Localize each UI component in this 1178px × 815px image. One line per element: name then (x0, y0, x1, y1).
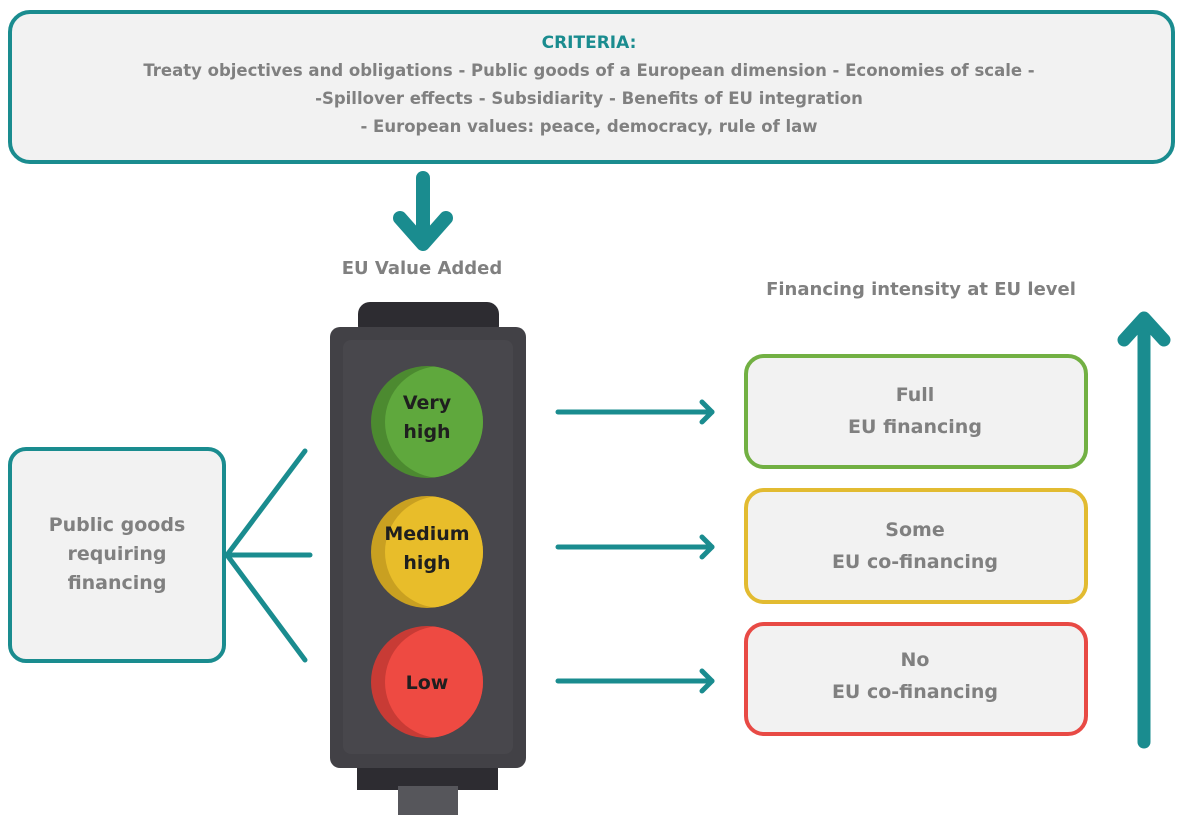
criteria-line-1: Treaty objectives and obligations - Publ… (143, 61, 1035, 80)
arrow-to-full (555, 399, 715, 425)
up-arrow-icon (1117, 311, 1171, 749)
some-cofinancing-box (744, 488, 1088, 604)
outcome-line-2: EU co-financing (831, 551, 999, 573)
full-financing-box (744, 354, 1088, 469)
light-low (371, 626, 483, 738)
outcome-line-2: EU co-financing (831, 681, 999, 703)
connector-lines (224, 448, 313, 663)
outcome-line-1: No (900, 649, 930, 671)
light-label-line-1: Low (405, 672, 449, 694)
arrow-to-some (555, 534, 715, 560)
criteria-box (8, 10, 1175, 164)
some-cofinancing-label: Some EU co-financing (746, 514, 1084, 578)
down-arrow-icon (393, 171, 453, 251)
light-label-very-high: Very high (371, 389, 483, 447)
light-label-low: Low (371, 669, 483, 698)
light-label-line-1: Medium (384, 523, 470, 545)
outcome-line-2: EU financing (848, 416, 982, 438)
public-goods-box (8, 447, 226, 663)
financing-intensity-label: Financing intensity at EU level (766, 279, 1076, 300)
eu-value-added-label: EU Value Added (341, 258, 503, 279)
traffic-light-pole (398, 786, 458, 815)
light-very-high (371, 366, 483, 478)
criteria-line-3: - European values: peace, democracy, rul… (360, 117, 818, 136)
light-label-medium-high: Medium high (371, 520, 483, 578)
public-goods-line-3: financing (67, 572, 167, 594)
criteria-line-2: -Spillover effects - Subsidiarity - Bene… (315, 89, 863, 108)
arrow-to-no (555, 668, 715, 694)
traffic-light (330, 302, 526, 815)
public-goods-label: Public goods requiring financing (22, 511, 212, 598)
light-label-line-2: high (403, 421, 451, 443)
light-label-line-1: Very (402, 392, 452, 414)
light-label-line-2: high (403, 552, 451, 574)
light-medium-high (371, 496, 483, 608)
criteria-title: CRITERIA: (541, 33, 637, 53)
public-goods-line-2: requiring (67, 543, 167, 565)
outcome-line-1: Some (885, 519, 945, 541)
public-goods-line-1: Public goods (48, 514, 186, 536)
no-cofinancing-label: No EU co-financing (746, 644, 1084, 708)
no-cofinancing-box (744, 622, 1088, 736)
outcome-line-1: Full (895, 384, 935, 406)
full-financing-label: Full EU financing (746, 379, 1084, 443)
